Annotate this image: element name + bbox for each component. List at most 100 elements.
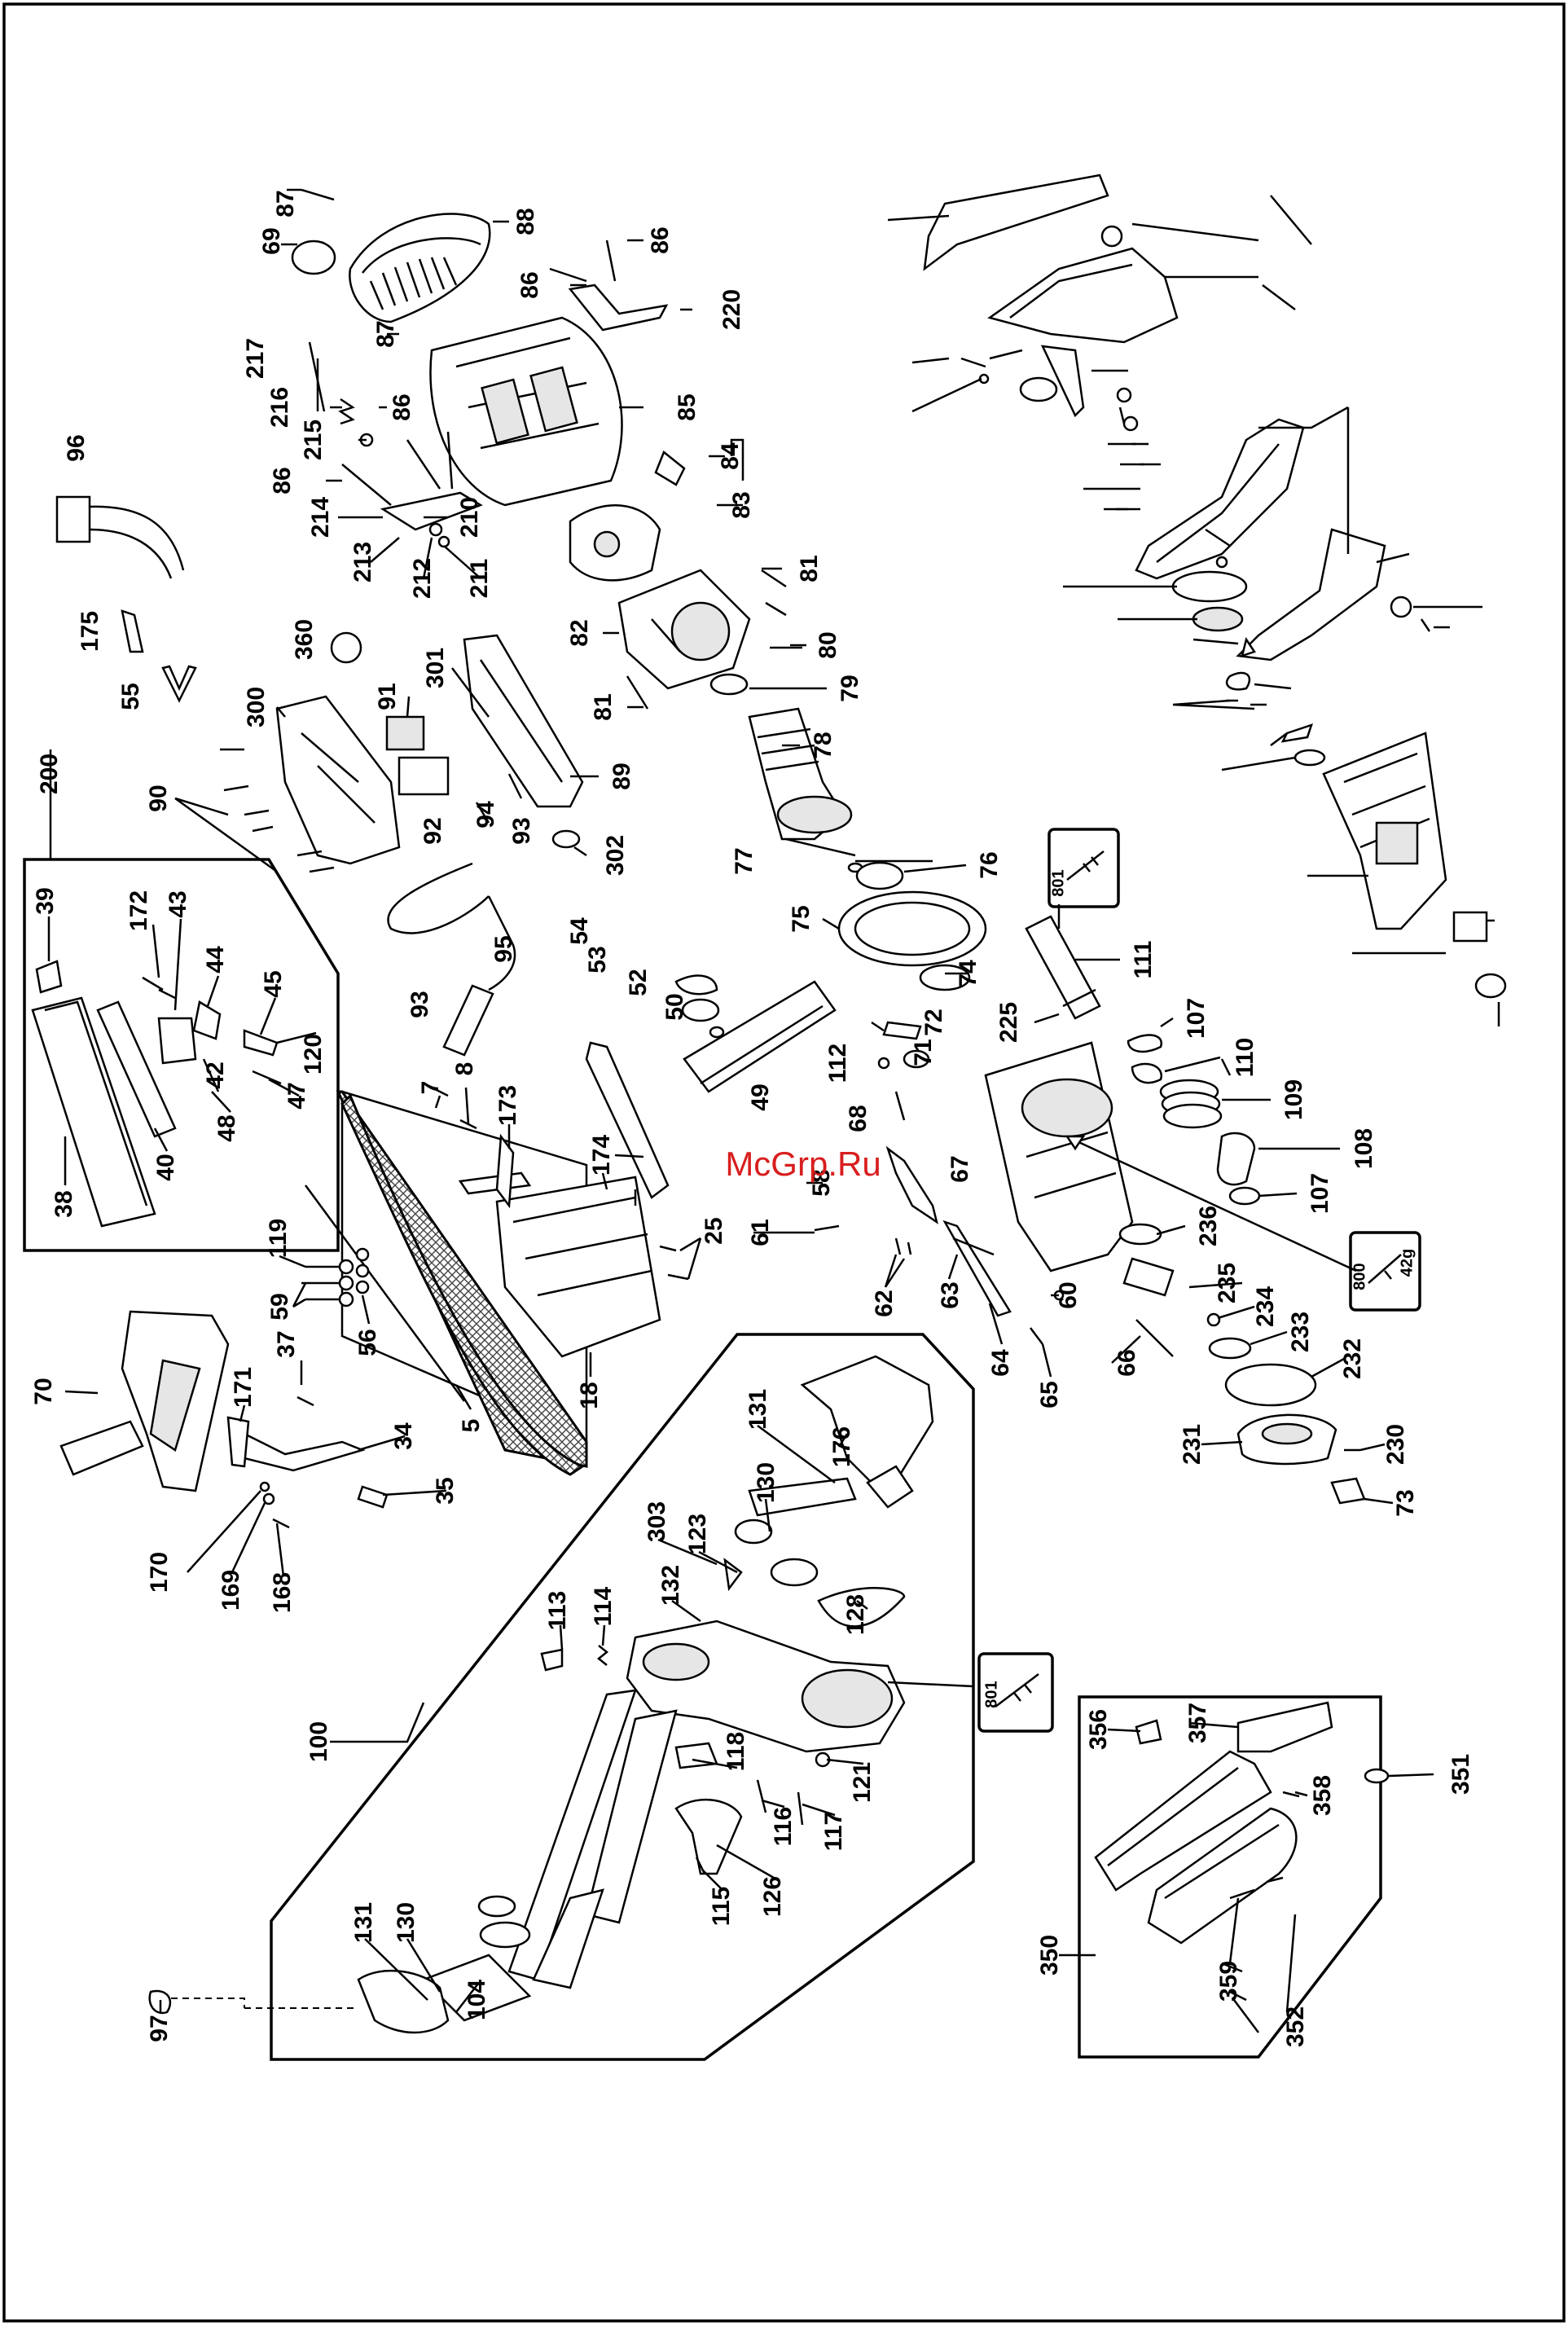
detail-tag-801-top bbox=[1048, 828, 1120, 908]
bracket-220 bbox=[568, 283, 669, 332]
flange-231 bbox=[1236, 1413, 1337, 1466]
part-label-72: 72 bbox=[920, 1009, 947, 1035]
part-label-81: 81 bbox=[590, 693, 617, 720]
bar-64 bbox=[952, 1237, 995, 1256]
belt-49 bbox=[683, 980, 837, 1093]
gear-housing-176 bbox=[800, 1355, 934, 1509]
part-label-216: 216 bbox=[266, 387, 293, 428]
bolt-35 bbox=[357, 1485, 389, 1509]
washer-150 bbox=[1215, 556, 1228, 569]
part-label-356: 356 bbox=[1085, 1709, 1112, 1750]
callout-line-801 bbox=[887, 1681, 974, 1688]
bushing-71 bbox=[903, 1049, 930, 1069]
part-label-107: 107 bbox=[1183, 998, 1210, 1039]
pin-117 bbox=[797, 1791, 804, 1826]
part-label-77: 77 bbox=[731, 847, 758, 874]
part-label-213: 213 bbox=[349, 542, 376, 582]
part-label-84: 84 bbox=[717, 442, 744, 470]
part-label-18: 18 bbox=[576, 1382, 603, 1409]
part-label-92: 92 bbox=[419, 817, 446, 844]
pin-141 bbox=[1280, 723, 1313, 743]
clips-94-93 bbox=[475, 773, 523, 824]
bearing-76 bbox=[855, 861, 904, 890]
part-label-130: 130 bbox=[753, 1462, 780, 1503]
ring-123 bbox=[734, 1519, 773, 1545]
nut-155 bbox=[1122, 415, 1139, 432]
spring-114 bbox=[596, 1645, 609, 1666]
spring-159 bbox=[989, 349, 1023, 360]
part-label-302: 302 bbox=[602, 835, 629, 876]
part-label-118: 118 bbox=[723, 1732, 749, 1771]
screw-225 bbox=[1034, 1013, 1060, 1024]
shaft-235 bbox=[1122, 1257, 1175, 1297]
nut-356 bbox=[1135, 1719, 1162, 1745]
washer-302 bbox=[551, 829, 581, 849]
part-label-64: 64 bbox=[987, 1349, 1014, 1377]
part-label-114: 114 bbox=[590, 1586, 617, 1626]
part-label-174: 174 bbox=[588, 1135, 615, 1176]
part-label-80: 80 bbox=[815, 631, 841, 658]
washer-145-right bbox=[1390, 596, 1412, 618]
part-label-110: 110 bbox=[1232, 1038, 1258, 1077]
armature-78 bbox=[748, 707, 856, 857]
part-label-53: 53 bbox=[584, 946, 611, 973]
part-label-54: 54 bbox=[566, 917, 593, 945]
part-label-91: 91 bbox=[374, 683, 401, 710]
screws-90 bbox=[220, 748, 335, 873]
plate-130 bbox=[748, 1477, 857, 1517]
pin-66 bbox=[1135, 1319, 1174, 1357]
part-label-230: 230 bbox=[1382, 1424, 1409, 1465]
screws-62 bbox=[894, 1237, 912, 1255]
part-label-42: 42 bbox=[202, 1061, 229, 1088]
group-box-350 bbox=[1078, 1695, 1382, 2059]
ring-130-lower bbox=[477, 1895, 516, 1918]
part-label-235: 235 bbox=[1214, 1263, 1241, 1303]
switch-body bbox=[397, 756, 450, 796]
handle-half-300 bbox=[275, 695, 401, 865]
part-label-108: 108 bbox=[1351, 1128, 1377, 1169]
clip-107 bbox=[1127, 1034, 1163, 1053]
part-label-5: 5 bbox=[458, 1419, 485, 1433]
handle-146 bbox=[1135, 418, 1305, 580]
washer-234 bbox=[1206, 1312, 1221, 1327]
part-label-79: 79 bbox=[837, 675, 863, 701]
dashed-leader-97 bbox=[171, 1998, 358, 2009]
part-label-25: 25 bbox=[701, 1217, 727, 1244]
screws-154-153 bbox=[1108, 442, 1144, 466]
oring-140 bbox=[1293, 749, 1326, 767]
part-label-61: 61 bbox=[747, 1219, 774, 1246]
part-label-65: 65 bbox=[1036, 1381, 1063, 1408]
knob-143 bbox=[1225, 671, 1251, 691]
rail-174 bbox=[585, 1041, 670, 1199]
cap-138 bbox=[1452, 911, 1488, 943]
part-label-39: 39 bbox=[32, 887, 59, 914]
knob-54 bbox=[674, 974, 718, 995]
part-label-173: 173 bbox=[494, 1085, 521, 1126]
pin-81-lower bbox=[626, 675, 649, 710]
bearing-110 bbox=[1131, 1062, 1162, 1084]
part-label-86: 86 bbox=[647, 226, 674, 253]
part-label-215: 215 bbox=[300, 420, 327, 460]
guide-70 bbox=[59, 1310, 230, 1492]
part-label-83: 83 bbox=[728, 491, 755, 518]
part-label-58: 58 bbox=[808, 1169, 835, 1196]
leader-lines bbox=[47, 188, 1500, 2033]
part-label-210: 210 bbox=[456, 497, 483, 538]
plate-42 bbox=[157, 1017, 197, 1065]
part-label-128: 128 bbox=[842, 1594, 869, 1635]
part-label-200: 200 bbox=[36, 754, 63, 794]
bearing-53 bbox=[681, 998, 720, 1022]
guard-frame-139 bbox=[1322, 732, 1447, 930]
screws-86 bbox=[549, 240, 617, 283]
part-label-360: 360 bbox=[291, 619, 318, 660]
part-label-117: 117 bbox=[820, 1812, 847, 1851]
detail-tag-800 bbox=[1349, 1231, 1421, 1312]
pin-68 bbox=[894, 1091, 906, 1121]
motor-housing-85 bbox=[429, 316, 623, 507]
part-label-68: 68 bbox=[845, 1105, 872, 1132]
part-label-132: 132 bbox=[657, 1565, 684, 1606]
part-label-93: 93 bbox=[508, 817, 535, 844]
dust-chute-350 bbox=[1094, 1750, 1298, 1945]
part-label-300: 300 bbox=[243, 687, 270, 727]
